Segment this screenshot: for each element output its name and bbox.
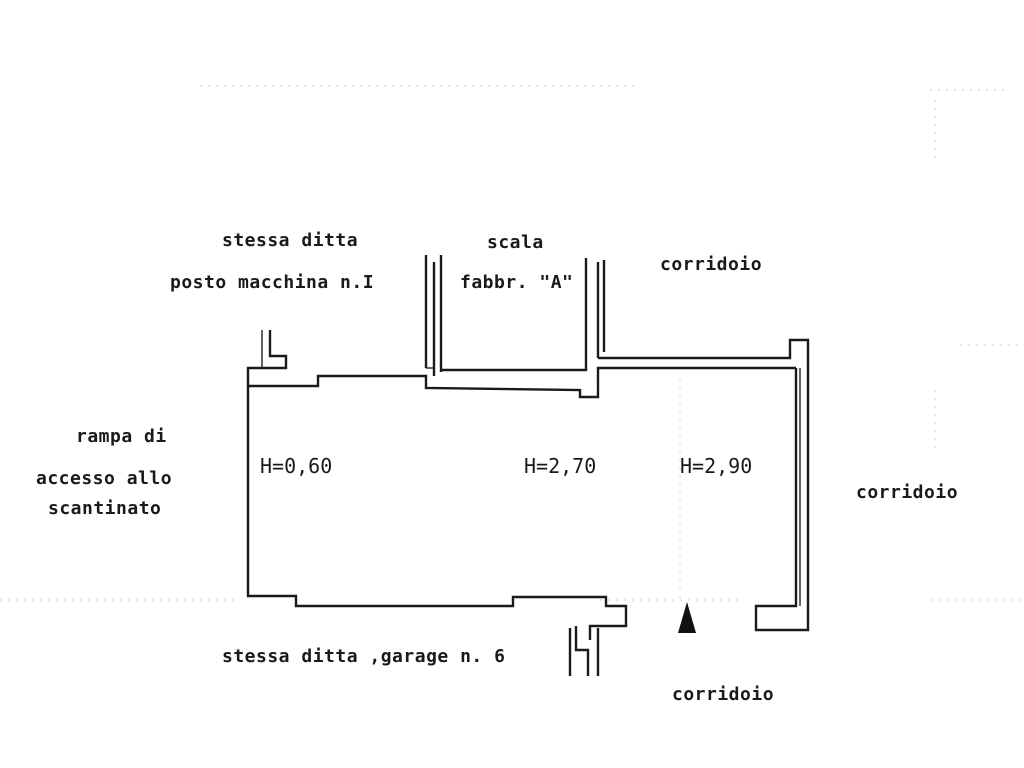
label-corridoio-bottom: corridoio xyxy=(672,684,775,705)
left-partition xyxy=(246,330,288,386)
label-garage: stessa ditta ,garage n. 6 xyxy=(222,646,506,667)
north-arrow-icon xyxy=(678,602,696,633)
label-stessa-ditta-top: stessa ditta xyxy=(222,230,359,251)
stair-right-wall xyxy=(441,258,606,372)
label-corridoio-right: corridoio xyxy=(856,482,959,503)
height-label-2: H=2,70 xyxy=(524,454,597,478)
label-fabbricato-a: fabbr. "A" xyxy=(460,272,574,293)
label-scala: scala xyxy=(487,232,544,253)
stair-left-wall xyxy=(424,255,443,376)
label-posto-macchina: posto macchina n.I xyxy=(170,272,375,293)
room-outline xyxy=(246,386,628,640)
top-wall xyxy=(248,366,796,399)
label-corridoio-top: corridoio xyxy=(660,254,763,275)
height-label-1: H=0,60 xyxy=(260,454,333,478)
right-wall xyxy=(598,338,810,632)
label-rampa-di: rampa di xyxy=(76,426,167,447)
garage-partition xyxy=(568,626,600,676)
height-label-3: H=2,90 xyxy=(680,454,753,478)
label-scantinato: scantinato xyxy=(48,498,162,519)
label-accesso-allo: accesso allo xyxy=(36,468,173,489)
